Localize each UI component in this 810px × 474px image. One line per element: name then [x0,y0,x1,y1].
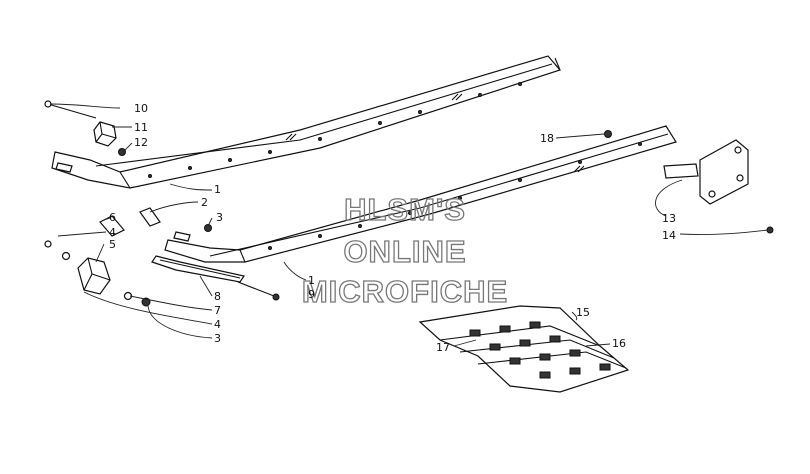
callout-labels: 10 11 12 1 2 3 6 4 5 8 7 4 3 1 9 18 13 1… [109,102,676,354]
hardware-bolts [44,100,774,307]
callout-17: 17 [436,341,450,354]
callout-1-right: 1 [308,274,315,287]
track-assembly [418,305,630,393]
watermark-line-2: ONLINE [343,234,466,269]
callout-3-upper: 3 [216,211,223,224]
callout-5: 5 [109,238,116,251]
callout-4-lower: 4 [214,318,221,331]
callout-18: 18 [540,132,554,145]
right-slide-rail [164,125,677,263]
callout-12: 12 [134,136,148,149]
callout-7: 7 [214,304,221,317]
callout-3-lower: 3 [214,332,221,345]
callout-8: 8 [214,290,221,303]
watermark: HLSM'S ONLINE MICROFICHE [301,191,508,309]
watermark-line-1: HLSM'S [344,192,466,227]
leader-lines [49,103,769,347]
callout-10: 10 [134,102,148,115]
wear-strip [151,255,245,283]
callout-2: 2 [201,196,208,209]
bracket-plate [663,139,749,205]
left-slide-rail [51,55,562,189]
callout-4-upper: 4 [109,226,116,239]
callout-6: 6 [109,211,116,224]
callout-15: 15 [576,306,590,319]
callout-1-left: 1 [214,183,221,196]
callout-11: 11 [134,121,148,134]
watermark-line-3: MICROFICHE [302,274,508,309]
callout-13: 13 [662,212,676,225]
callout-14: 14 [662,229,676,242]
callout-16: 16 [612,337,626,350]
callout-9: 9 [308,288,315,301]
